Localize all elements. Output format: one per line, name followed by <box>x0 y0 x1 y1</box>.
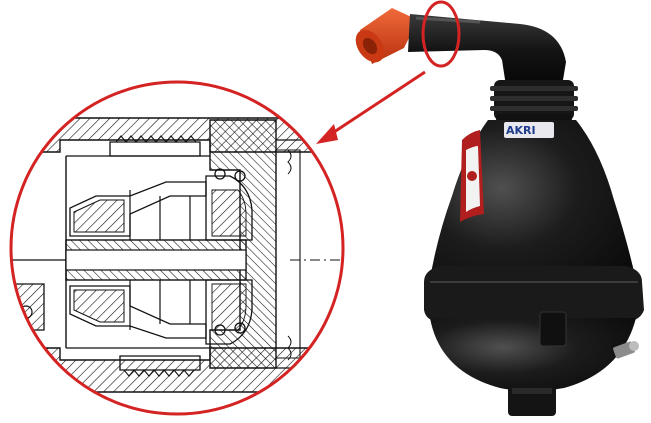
detail-circle-border <box>9 80 345 416</box>
valve-flange <box>424 266 644 322</box>
air-valve-photo: AKRI <box>355 8 644 416</box>
label-plate <box>504 122 554 138</box>
valve-body <box>428 120 638 290</box>
callout-marker <box>421 0 461 68</box>
ribbed-neck <box>490 80 578 122</box>
elbow-pipe <box>408 14 566 86</box>
brand-sticker <box>460 130 484 222</box>
red-elbow-fitting <box>355 8 418 64</box>
callout-arrow <box>316 70 426 144</box>
product-label: AKRI <box>506 124 536 137</box>
cross-section-drawing <box>11 117 343 393</box>
clamp <box>539 311 567 347</box>
valve-bowl <box>430 318 636 391</box>
drain-valve <box>613 341 639 359</box>
detail-circle <box>9 80 345 416</box>
